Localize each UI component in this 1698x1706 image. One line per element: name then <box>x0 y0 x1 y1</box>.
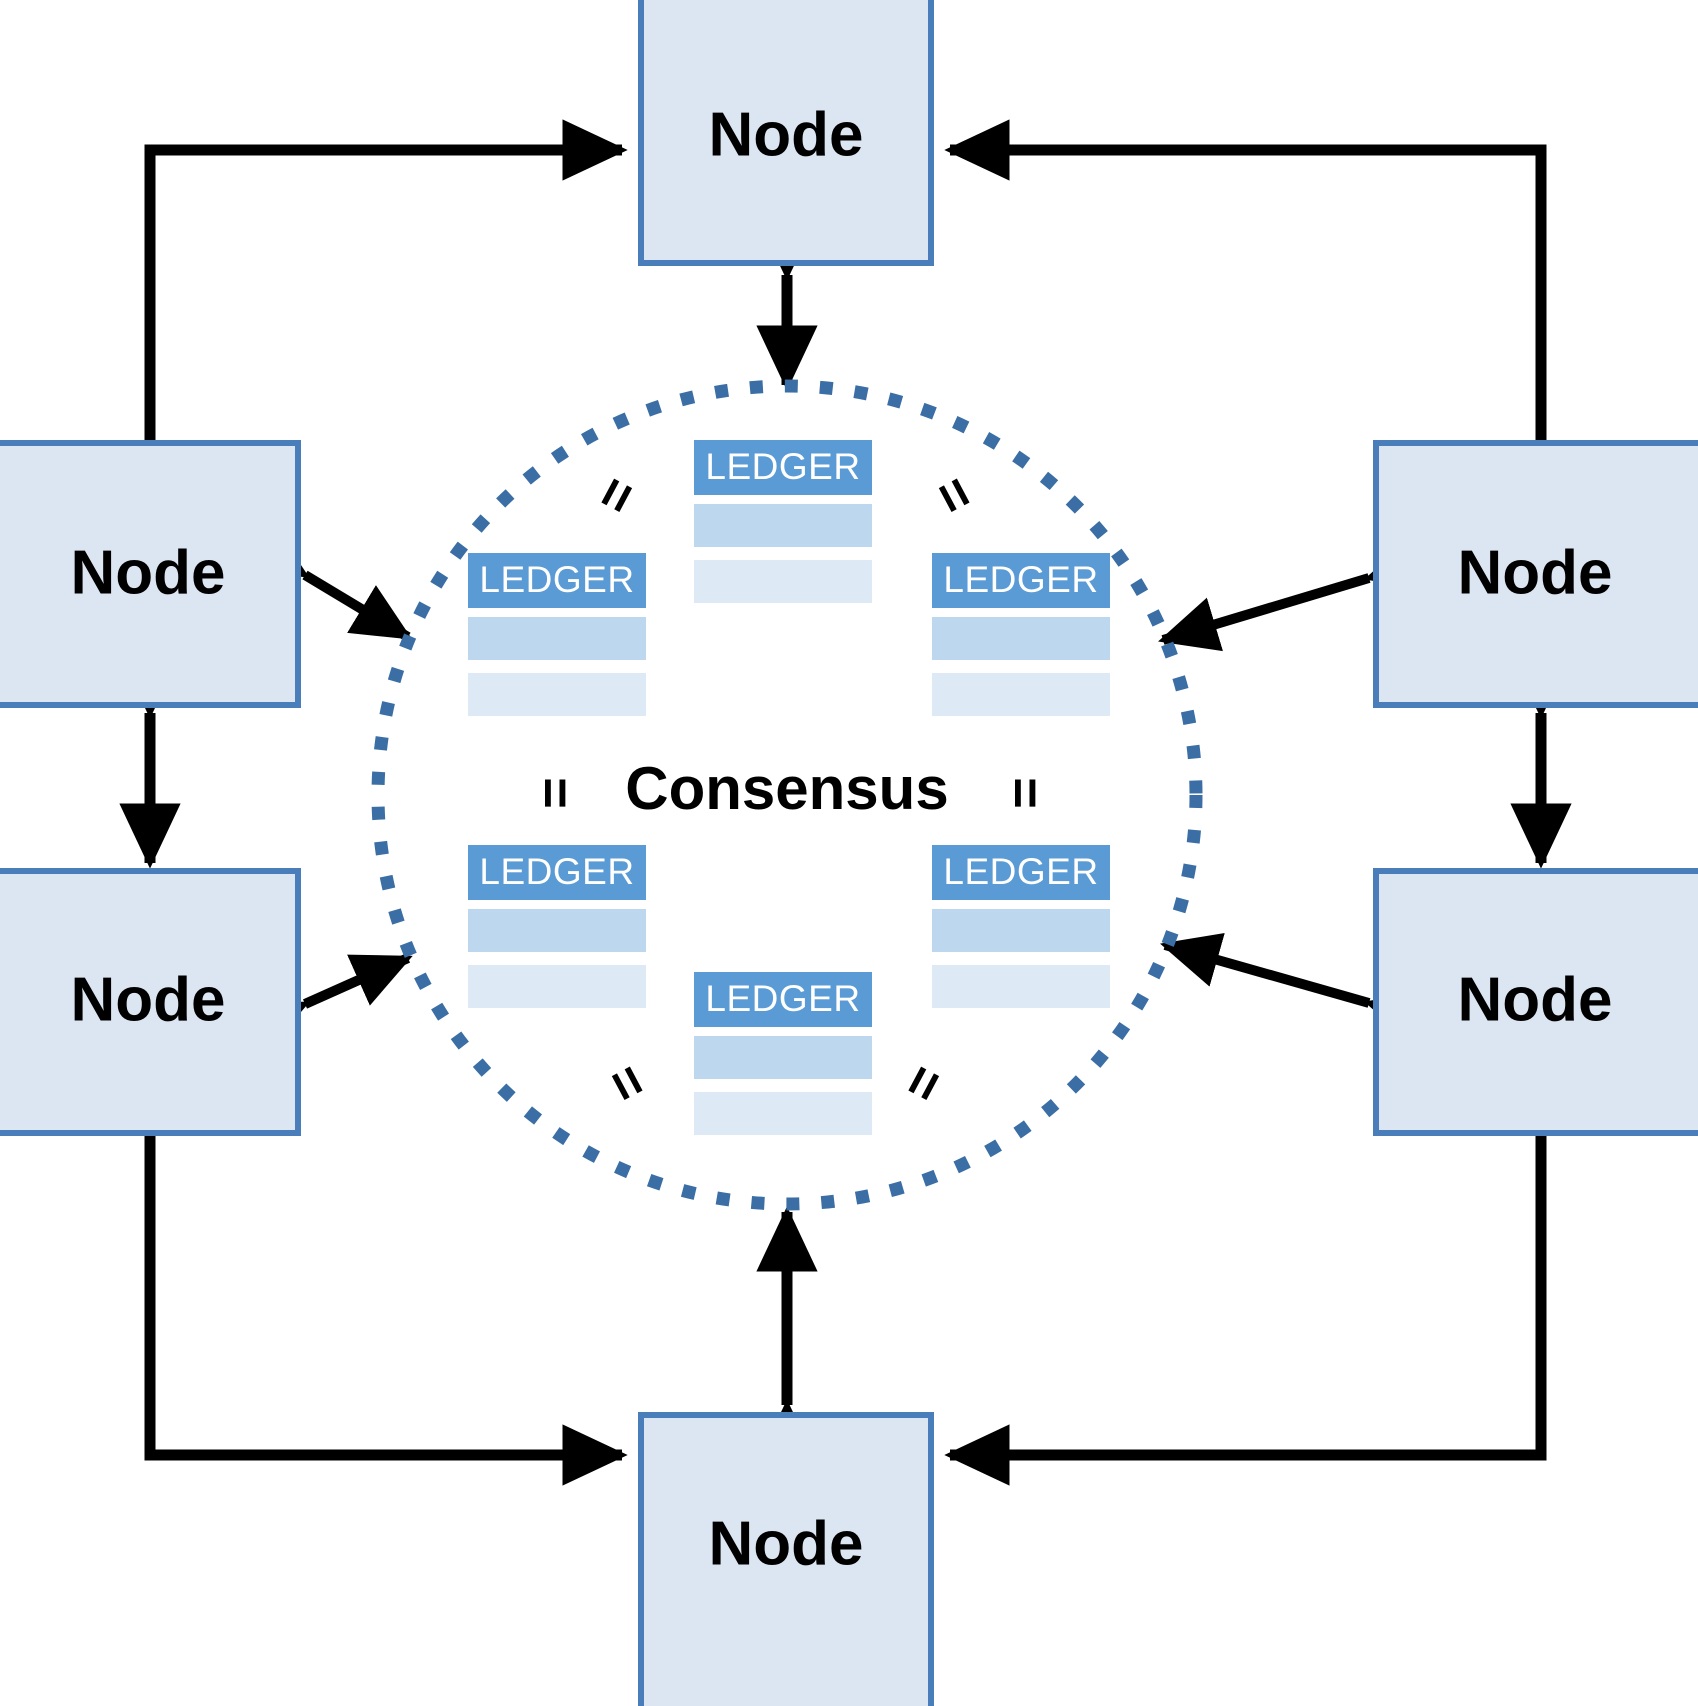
ledger-upper-left-header <box>468 553 646 608</box>
consensus-label: Consensus <box>625 755 948 822</box>
node-left-lower-box[interactable] <box>0 868 301 1136</box>
ledger-lower-left-row-1 <box>468 909 646 952</box>
node-top[interactable]: Node <box>638 0 934 266</box>
conn-left-upper-to-circle <box>244 523 413 642</box>
ledger-top-row-2 <box>694 560 872 603</box>
node-right-lower-box[interactable] <box>1373 868 1698 1136</box>
node-bottom[interactable]: Node <box>638 1412 934 1706</box>
node-top-label: Node <box>709 100 864 169</box>
node-right-upper[interactable]: Node <box>1373 440 1698 708</box>
ledger-lower-right-header <box>932 845 1110 900</box>
ledger-lower-right-row-2 <box>932 965 1110 1008</box>
node-right-upper-box[interactable] <box>1373 440 1698 708</box>
equals-mark-mid-left: = <box>526 777 586 809</box>
ledger-lower-right-label: LEDGER <box>943 851 1098 892</box>
ledger-lower-right[interactable]: LEDGER <box>932 845 1110 1008</box>
ledger-bottom-header <box>694 972 872 1027</box>
node-top-box[interactable] <box>638 0 934 266</box>
conn-left-lower-to-circle <box>244 953 413 1052</box>
conn-left-lower-to-bottom <box>144 1133 628 1486</box>
ledger-bottom-label: LEDGER <box>705 978 860 1019</box>
equals-mark-mid-right: = <box>996 777 1056 809</box>
equals-mark-top-right: = <box>920 467 988 523</box>
equals-mark-bottom-left: = <box>593 1055 661 1111</box>
node-right-upper-label: Node <box>1458 538 1613 607</box>
ledger-lower-left-header <box>468 845 646 900</box>
ledger-upper-left-label: LEDGER <box>479 559 634 600</box>
ledger-lower-right-row-1 <box>932 909 1110 952</box>
connector-layer <box>119 119 1572 1486</box>
conn-right-lower-to-bottom <box>944 1133 1547 1486</box>
node-bottom-label: Node <box>709 1509 864 1578</box>
conn-left-upper-to-top <box>144 119 628 443</box>
consensus-circle <box>371 379 1203 1211</box>
ledger-upper-right-row-2 <box>932 673 1110 716</box>
equals-mark-top-left: = <box>583 467 651 523</box>
conn-right-upper-to-circle <box>1158 535 1429 652</box>
ledger-upper-right[interactable]: LEDGER <box>932 553 1110 716</box>
ledger-top-label: LEDGER <box>705 446 860 487</box>
node-right-lower-label: Node <box>1458 965 1613 1034</box>
ledger-upper-right-label: LEDGER <box>943 559 1098 600</box>
ledger-top-row-1 <box>694 504 872 547</box>
node-left-lower-label: Node <box>71 965 226 1034</box>
node-right-lower[interactable]: Node <box>1373 868 1698 1136</box>
ledger-bottom-row-1 <box>694 1036 872 1079</box>
ledger-top-header <box>694 440 872 495</box>
ledger-layer: LEDGER LEDGER LEDGER LEDGER <box>468 440 1110 1135</box>
ledger-lower-left[interactable]: LEDGER <box>468 845 646 1008</box>
node-left-upper-label: Node <box>71 538 226 607</box>
conn-right-upper-to-top <box>944 119 1547 443</box>
node-left-upper[interactable]: Node <box>0 440 301 708</box>
node-bottom-box[interactable] <box>638 1412 934 1706</box>
conn-right-lower-to-circle <box>1160 932 1429 1045</box>
node-left-lower[interactable]: Node <box>0 868 301 1136</box>
ledger-top[interactable]: LEDGER <box>694 440 872 603</box>
ledger-upper-right-header <box>932 553 1110 608</box>
ledger-bottom[interactable]: LEDGER <box>694 972 872 1135</box>
ledger-lower-left-row-2 <box>468 965 646 1008</box>
ledger-upper-right-row-1 <box>932 617 1110 660</box>
ledger-upper-left-row-1 <box>468 617 646 660</box>
node-left-upper-box[interactable] <box>0 440 301 708</box>
ledger-upper-left-row-2 <box>468 673 646 716</box>
ledger-lower-left-label: LEDGER <box>479 851 634 892</box>
equals-mark-bottom-right: = <box>890 1055 958 1111</box>
ledger-bottom-row-2 <box>694 1092 872 1135</box>
ledger-upper-left[interactable]: LEDGER <box>468 553 646 716</box>
